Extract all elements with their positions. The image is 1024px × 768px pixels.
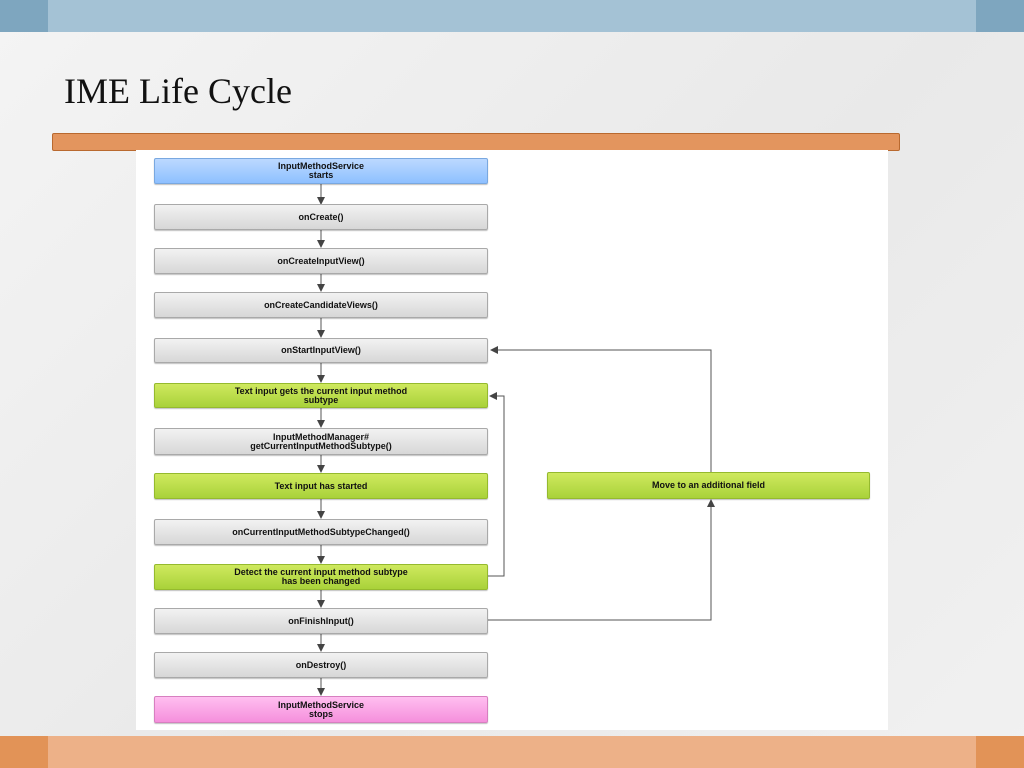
node-text-input-started: Text input has started	[154, 473, 488, 499]
top-band-left-cap	[0, 0, 48, 32]
node-on-finish-input: onFinishInput()	[154, 608, 488, 634]
node-on-create-candidate-views: onCreateCandidateViews()	[154, 292, 488, 318]
bottom-accent-band	[0, 736, 1024, 768]
node-on-subtype-changed: onCurrentInputMethodSubtypeChanged()	[154, 519, 488, 545]
node-on-create-input-view: onCreateInputView()	[154, 248, 488, 274]
bottom-band-left-cap	[0, 736, 48, 768]
node-text-input-gets-subtype: Text input gets the current input method…	[154, 383, 488, 408]
node-service-start: InputMethodService starts	[154, 158, 488, 184]
edge-moveadditional-startinputview	[490, 346, 712, 472]
bottom-band-right-cap	[976, 736, 1024, 768]
node-detect-subtype-changed: Detect the current input method subtype …	[154, 564, 488, 590]
node-get-current-subtype: InputMethodManager# getCurrentInputMetho…	[154, 428, 488, 455]
slide-title: IME Life Cycle	[64, 71, 292, 111]
node-move-additional-field: Move to an additional field	[547, 472, 870, 499]
node-service-stop: InputMethodService stops	[154, 696, 488, 723]
edge-detect-loop-subtype	[488, 392, 505, 577]
top-accent-band	[0, 0, 1024, 32]
lifecycle-diagram: InputMethodService starts onCreate() onC…	[136, 150, 888, 730]
edge-finishinput-moveadditional	[488, 499, 715, 621]
top-band-right-cap	[976, 0, 1024, 32]
title-underline-bar	[52, 133, 900, 151]
node-on-destroy: onDestroy()	[154, 652, 488, 678]
node-on-start-input-view: onStartInputView()	[154, 338, 488, 363]
node-on-create: onCreate()	[154, 204, 488, 230]
diagram-connectors	[317, 184, 715, 696]
